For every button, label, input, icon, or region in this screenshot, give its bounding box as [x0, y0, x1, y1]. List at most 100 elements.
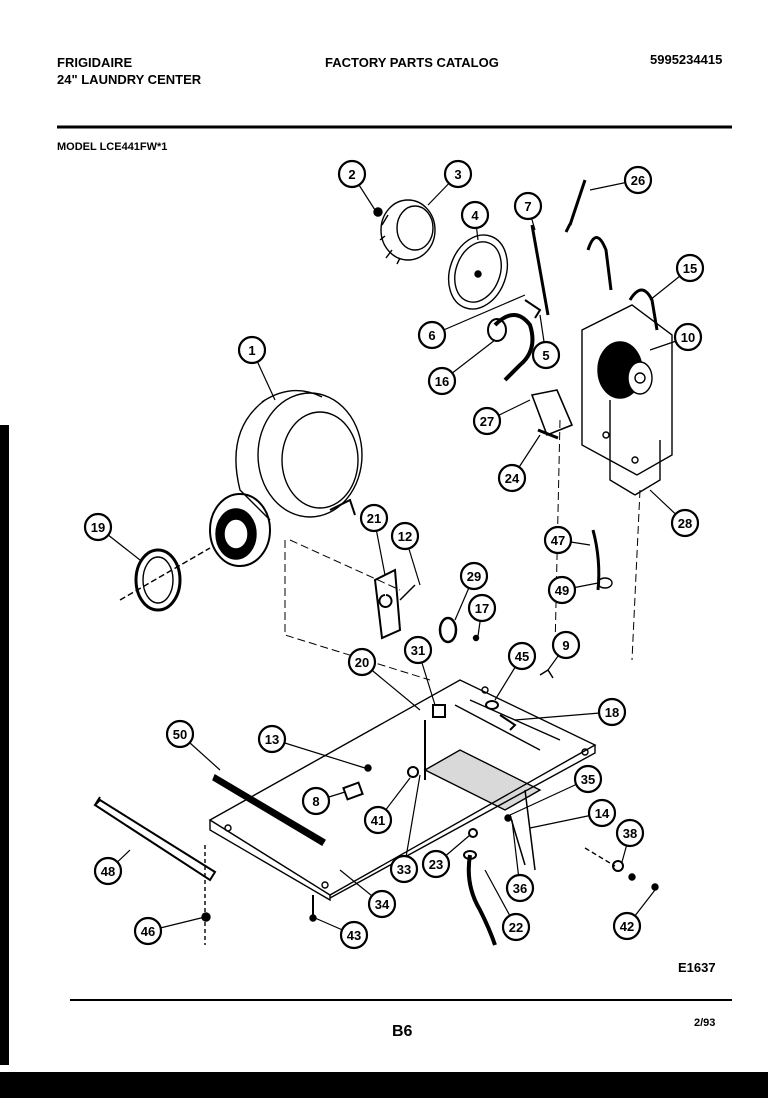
- callout-label: 42: [620, 919, 634, 934]
- callout-circle: [507, 641, 537, 671]
- part-nut-41: [407, 766, 419, 778]
- part-disc: [447, 234, 509, 310]
- left-edge-bar: [0, 425, 9, 1065]
- callout-circle: [460, 200, 490, 230]
- part-nut-23: [468, 828, 478, 838]
- callout-label: 17: [475, 601, 489, 616]
- part-power-cord-22: [466, 854, 497, 946]
- callout-label: 45: [515, 649, 529, 664]
- callout-circle: [390, 521, 420, 551]
- callout-16: 16: [427, 366, 457, 396]
- callout-26: 26: [623, 165, 653, 195]
- callout-label: 36: [513, 881, 527, 896]
- part-rail-50: [212, 773, 326, 846]
- callout-label: 15: [683, 261, 697, 276]
- callout-19: 19: [83, 512, 113, 542]
- callout-circle: [421, 849, 451, 879]
- callout-4: 4: [460, 200, 490, 230]
- callout-14: 14: [587, 798, 617, 828]
- callout-circle: [257, 724, 287, 754]
- callout-label: 2: [348, 167, 355, 182]
- callout-label: 16: [435, 374, 449, 389]
- part-blower-housing: [209, 389, 363, 567]
- callout-circle: [675, 253, 705, 283]
- callout-label: 35: [581, 772, 595, 787]
- callout-7: 7: [513, 191, 543, 221]
- part-screw-24: [537, 428, 559, 440]
- callout-label: 4: [471, 208, 479, 223]
- callout-label: 18: [605, 705, 619, 720]
- catalog-number: 5995234415: [650, 52, 723, 67]
- callout-43: 43: [339, 920, 369, 950]
- callout-23: 23: [421, 849, 451, 879]
- callout-label: 12: [398, 529, 412, 544]
- callout-34: 34: [367, 889, 397, 919]
- callout-label: 27: [480, 414, 494, 429]
- callout-circle: [547, 575, 577, 605]
- callout-label: 34: [375, 897, 390, 912]
- callout-label: 8: [312, 794, 319, 809]
- part-pulley: [373, 199, 436, 265]
- callout-circle: [472, 406, 502, 436]
- callout-label: 1: [248, 343, 255, 358]
- callout-circle: [467, 593, 497, 623]
- callout-label: 50: [173, 727, 187, 742]
- part-clip-9: [539, 668, 554, 679]
- part-rail-48: [93, 796, 217, 882]
- callout-29: 29: [459, 561, 489, 591]
- callout-label: 41: [371, 813, 385, 828]
- callout-12: 12: [390, 521, 420, 551]
- callout-28: 28: [670, 508, 700, 538]
- callout-38: 38: [615, 818, 645, 848]
- callout-circle: [389, 854, 419, 884]
- callout-circle: [573, 764, 603, 794]
- model-number: MODEL LCE441FW*1: [57, 141, 168, 153]
- callout-41: 41: [363, 805, 393, 835]
- part-grommet-49: [597, 577, 613, 589]
- callout-circle: [359, 503, 389, 533]
- callout-label: 31: [411, 643, 425, 658]
- figure-code: E1637: [678, 960, 716, 975]
- callout-50: 50: [165, 719, 195, 749]
- callout-circle: [597, 697, 627, 727]
- callout-circle: [551, 630, 581, 660]
- part-idler-pulley: [487, 318, 507, 342]
- callout-label: 23: [429, 857, 443, 872]
- callout-circle: [301, 786, 331, 816]
- callout-label: 19: [91, 520, 105, 535]
- callout-35: 35: [573, 764, 603, 794]
- callout-48: 48: [93, 856, 123, 886]
- part-bushing-45: [485, 700, 499, 710]
- part-bracket-21: [373, 568, 402, 640]
- callout-label: 28: [678, 516, 692, 531]
- part-switch-31: [432, 704, 446, 718]
- callout-label: 14: [595, 806, 610, 821]
- callout-label: 38: [623, 826, 637, 841]
- callout-circle: [505, 873, 535, 903]
- callout-circle: [459, 561, 489, 591]
- part-spring-26: [564, 179, 587, 233]
- part-spring-7: [530, 224, 550, 316]
- callout-circle: [93, 856, 123, 886]
- callout-33: 33: [389, 854, 419, 884]
- part-clip-29: [438, 616, 458, 644]
- callout-label: 49: [555, 583, 569, 598]
- callout-circle: [501, 912, 531, 942]
- callout-label: 10: [681, 330, 695, 345]
- part-screw-46: [201, 912, 211, 922]
- callout-circle: [363, 805, 393, 835]
- callout-circle: [427, 366, 457, 396]
- part-screw-42: [651, 883, 659, 891]
- callout-circle: [417, 320, 447, 350]
- revision-date: 2/93: [694, 1017, 716, 1029]
- callout-circle: [403, 635, 433, 665]
- callout-42: 42: [612, 911, 642, 941]
- callout-6: 6: [417, 320, 447, 350]
- callout-20: 20: [347, 647, 377, 677]
- callout-label: 3: [454, 167, 461, 182]
- callout-18: 18: [597, 697, 627, 727]
- part-motor-bracket: [581, 236, 673, 496]
- callout-17: 17: [467, 593, 497, 623]
- callout-label: 9: [562, 638, 569, 653]
